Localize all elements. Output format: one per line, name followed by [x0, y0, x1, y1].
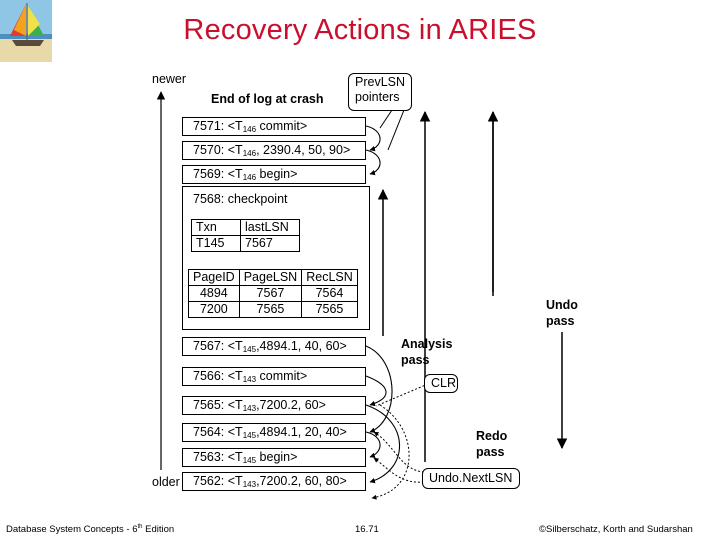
dpt-cell: 7567 — [238, 285, 303, 302]
footer-book-title: Database System Concepts - 6th Edition — [6, 524, 175, 536]
log-record-7570: 7570: <T146, 2390.4, 50, 90> — [182, 141, 366, 160]
dpt-cell: 7565 — [238, 301, 303, 318]
footer-page-number: 16.71 — [355, 524, 379, 535]
dpt-header-pageid: PageID — [188, 269, 240, 286]
log-record-7565: 7565: <T143,7200.2, 60> — [182, 396, 366, 415]
log-record-7566: 7566: <T143 commit> — [182, 367, 366, 386]
txn-header-lastlsn: lastLSN — [240, 219, 300, 236]
prevlsn-note-lsn: LSN — [380, 75, 406, 89]
footer-copyright: ©Silberschatz, Korth and Sudarshan — [539, 524, 693, 535]
log-record-7571: 7571: <T146 commit> — [182, 117, 366, 136]
checkpoint-record: 7568: checkpoint Txn lastLSN T145 7567 P… — [182, 186, 370, 330]
prevlsn-note-pointers: pointers — [355, 90, 400, 104]
clr-note: CLR — [424, 374, 458, 393]
transaction-table: Txn lastLSN T145 7567 — [191, 219, 300, 252]
dpt-cell: 7200 — [188, 301, 240, 318]
txn-cell: 7567 — [240, 235, 300, 252]
undonextlsn-note: Undo.NextLSN — [422, 468, 520, 489]
prevlsn-note: PrevLSN pointers — [348, 73, 412, 111]
txn-header-txn: Txn — [191, 219, 241, 236]
dpt-header-pagelsn: PageLSN — [238, 269, 303, 286]
prevlsn-note-prev: Prev — [355, 75, 381, 89]
log-record-7569: 7569: <T146 begin> — [182, 165, 366, 184]
sailboat-beach-icon — [0, 0, 52, 62]
older-label: older — [152, 475, 180, 489]
log-record-7563: 7563: <T145 begin> — [182, 448, 366, 467]
checkpoint-title: 7568: checkpoint — [193, 192, 288, 206]
txn-cell: T145 — [191, 235, 241, 252]
dpt-cell: 4894 — [188, 285, 240, 302]
log-record-7564: 7564: <T145,4894.1, 20, 40> — [182, 423, 366, 442]
dpt-cell: 7565 — [301, 301, 358, 318]
log-record-7567: 7567: <T145,4894.1, 40, 60> — [182, 337, 366, 356]
slide-title: Recovery Actions in ARIES — [183, 14, 537, 46]
dirty-page-table: PageID PageLSN RecLSN 4894 7567 7564 720… — [188, 269, 358, 318]
newer-label: newer — [152, 72, 187, 86]
end-of-log-label: End of log at crash — [211, 92, 324, 106]
log-record-7562: 7562: <T143,7200.2, 60, 80> — [182, 472, 366, 491]
dpt-cell: 7564 — [301, 285, 358, 302]
dpt-header-reclsn: RecLSN — [301, 269, 358, 286]
